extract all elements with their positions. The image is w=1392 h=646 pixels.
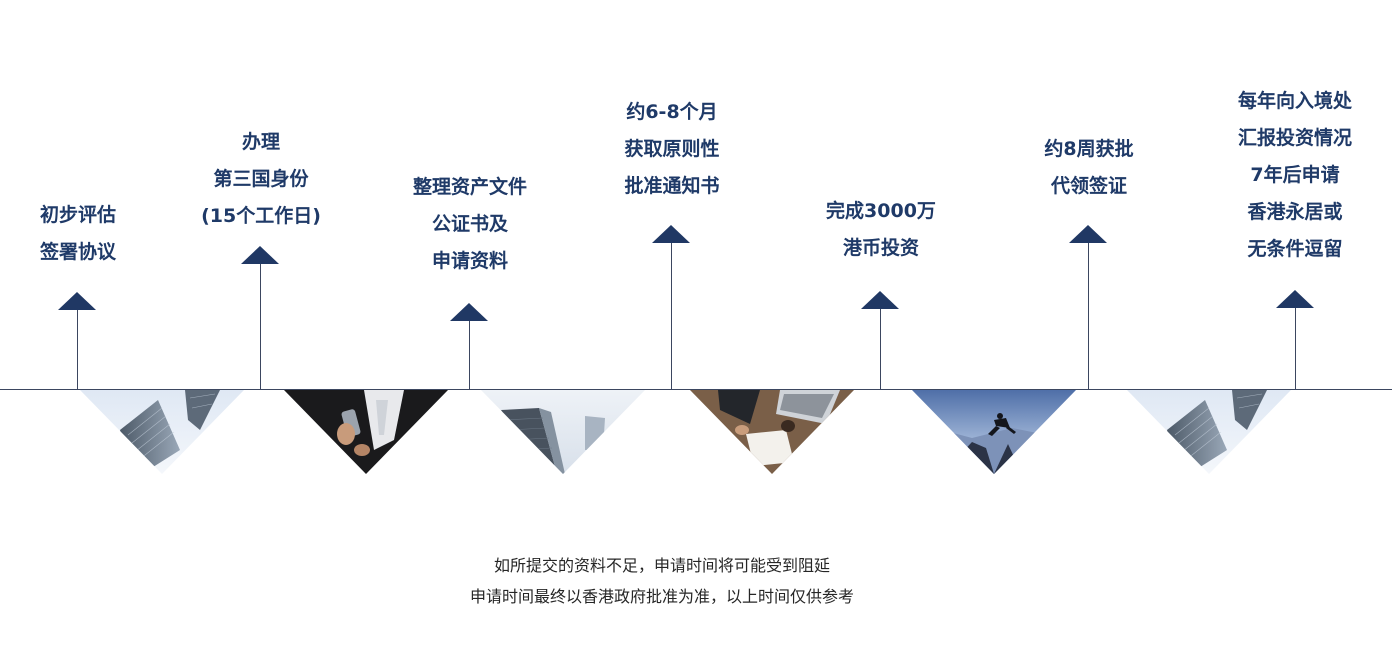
stage-3-photo-skyscrapers xyxy=(481,390,645,474)
stage-1-text: 初步评估 签署协议 xyxy=(40,197,116,271)
stage-1-line-2: 签署协议 xyxy=(39,241,117,263)
stage-2-line-3: (15个工作日) xyxy=(201,205,321,227)
stage-7-stem xyxy=(1295,308,1296,389)
stage-5-text: 完成3000万 港币投资 xyxy=(826,193,936,267)
stage-7-line-5: 无条件逗留 xyxy=(1247,238,1343,260)
stage-2-photo-businessman-phone xyxy=(284,390,448,474)
stage-5-stem xyxy=(880,309,881,389)
disclaimer-line-2: 申请时间最终以香港政府批准为准，以上时间仅供参考 xyxy=(469,587,854,606)
stage-7-line-1: 每年向入境处 xyxy=(1237,90,1353,112)
stage-4-line-3: 批准通知书 xyxy=(624,175,720,197)
stage-7-arrow-head xyxy=(1276,290,1314,308)
stage-4-stem xyxy=(671,243,672,389)
stage-2-line-2: 第三国身份 xyxy=(213,168,309,190)
stage-6-arrow-head xyxy=(1069,225,1107,243)
stage-4-arrow-head xyxy=(652,225,690,243)
stage-6-line-2: 代领签证 xyxy=(1050,175,1128,197)
stage-3-arrow-head xyxy=(450,303,488,321)
stage-5-arrow-head xyxy=(861,291,899,309)
disclaimer-note: 如所提交的资料不足，申请时间将可能受到阻延 申请时间最终以香港政府批准为准，以上… xyxy=(0,550,1324,612)
stage-6-stem xyxy=(1088,243,1089,389)
stage-2-stem xyxy=(260,264,261,389)
stage-7-line-3: 7年后申请 xyxy=(1250,164,1340,186)
stage-1-stem xyxy=(77,310,78,389)
stage-5-line-1: 完成3000万 xyxy=(826,200,936,222)
stage-1-arrow-head xyxy=(58,292,96,310)
stage-3-stem xyxy=(469,321,470,389)
stage-4-text: 约6-8个月 获取原则性 批准通知书 xyxy=(624,94,719,205)
stage-2-arrow-head xyxy=(241,246,279,264)
stage-4-photo-meeting-desk xyxy=(690,390,854,474)
stage-2-line-1: 办理 xyxy=(241,131,280,153)
stage-1-line-1: 初步评估 xyxy=(39,204,117,226)
stage-4-line-1: 约6-8个月 xyxy=(626,101,718,123)
stage-3-text: 整理资产文件 公证书及 申请资料 xyxy=(413,169,527,280)
stage-6-photo-office-towers xyxy=(1127,390,1291,474)
stage-6-text: 约8周获批 代领签证 xyxy=(1044,131,1133,205)
stage-7-line-4: 香港永居或 xyxy=(1247,201,1343,223)
timeline-baseline xyxy=(0,389,1392,390)
stage-3-line-3: 申请资料 xyxy=(431,250,509,272)
stage-7-text: 每年向入境处 汇报投资情况 7年后申请 香港永居或 无条件逗留 xyxy=(1238,83,1352,268)
stage-6-line-1: 约8周获批 xyxy=(1044,138,1134,160)
stage-3-line-1: 整理资产文件 xyxy=(412,176,528,198)
stage-7-line-2: 汇报投资情况 xyxy=(1237,127,1353,149)
stage-5-line-2: 港币投资 xyxy=(842,237,920,259)
disclaimer-line-1: 如所提交的资料不足，申请时间将可能受到阻延 xyxy=(493,556,830,575)
stage-2-text: 办理 第三国身份 (15个工作日) xyxy=(201,124,321,235)
stage-3-line-2: 公证书及 xyxy=(431,213,509,235)
stage-5-photo-mountain-jump xyxy=(912,390,1076,474)
stage-1-photo-office-towers xyxy=(80,390,244,474)
stage-4-line-2: 获取原则性 xyxy=(624,138,720,160)
